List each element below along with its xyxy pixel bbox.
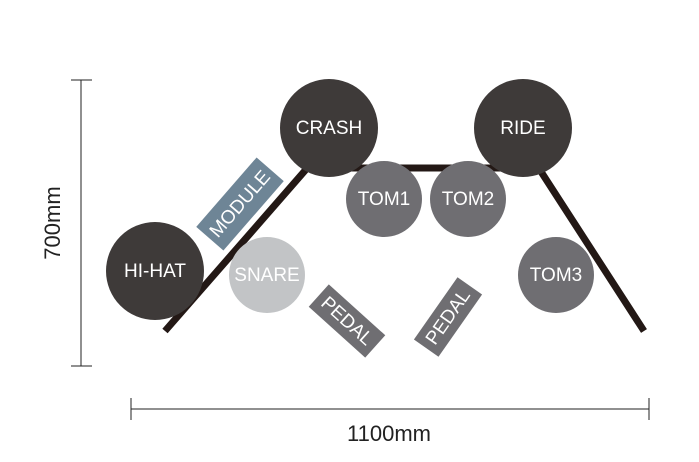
height-dimension: 700mm [40,79,92,367]
height-dimension-label: 700mm [40,186,65,259]
tom1-pad: TOM1 [346,161,422,237]
tom3-circle [518,237,594,313]
crash-circle [280,79,378,177]
snare-label: SNARE [234,265,299,286]
width-dimension: 1100mm [130,398,650,446]
tom2-pad: TOM2 [430,161,506,237]
tom2-circle [430,161,506,237]
crash-label: CRASH [296,118,363,139]
ride-circle [474,79,572,177]
tom1-label: TOM1 [358,189,410,210]
pedal-left: PEDAL [308,284,386,358]
snare-circle [229,237,305,313]
tom1-circle [346,161,422,237]
hihat-circle [106,222,204,320]
rack-frame [162,144,647,334]
tom3-label: TOM3 [530,265,582,286]
hihat-cymbal: HI-HAT [106,222,204,320]
hihat-label: HI-HAT [124,261,186,282]
module-pad: MODULE [196,157,284,251]
module-box [196,157,284,251]
tom2-label: TOM2 [442,189,494,210]
ride-cymbal: RIDE [474,79,572,177]
width-dimension-label: 1100mm [347,421,431,446]
ride-label: RIDE [500,118,545,139]
pedal-right: PEDAL [413,277,483,357]
crash-cymbal: CRASH [280,79,378,177]
pedal-left-box [308,284,386,358]
tom3-pad: TOM3 [518,237,594,313]
pedal-right-box [413,277,483,357]
snare-pad: SNARE [229,237,305,313]
